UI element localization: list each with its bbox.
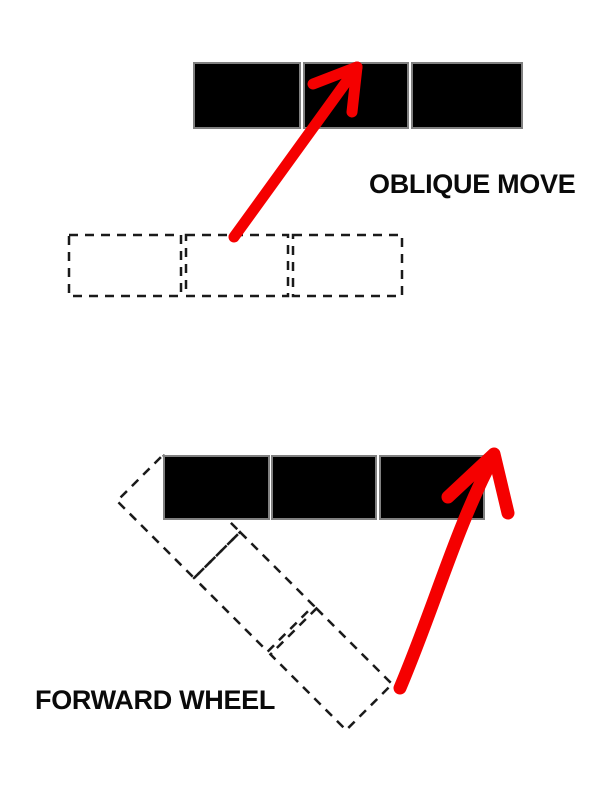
ghost-cell (268, 606, 394, 732)
arrow-head (441, 447, 515, 520)
solid-cell (163, 455, 270, 520)
ghost-cell (291, 233, 404, 298)
forward-wheel-arrow (393, 447, 515, 695)
arrow-shaft (393, 449, 501, 695)
ghost-cell (67, 233, 183, 298)
panel-forward-wheel: FORWARD WHEEL (35, 447, 515, 732)
ghost-cell (192, 530, 316, 654)
solid-cell (193, 62, 301, 129)
solid-cell (271, 455, 377, 520)
oblique-move-arrow (228, 61, 363, 243)
forward-wheel-label: FORWARD WHEEL (35, 685, 275, 715)
arrow-head (307, 61, 363, 118)
forward-wheel-solid-row (163, 455, 485, 520)
oblique-move-label: OBLIQUE MOVE (369, 169, 575, 199)
panel-oblique-move: OBLIQUE MOVE (67, 61, 576, 298)
arrow-shaft (228, 61, 363, 243)
solid-cell (411, 62, 523, 129)
